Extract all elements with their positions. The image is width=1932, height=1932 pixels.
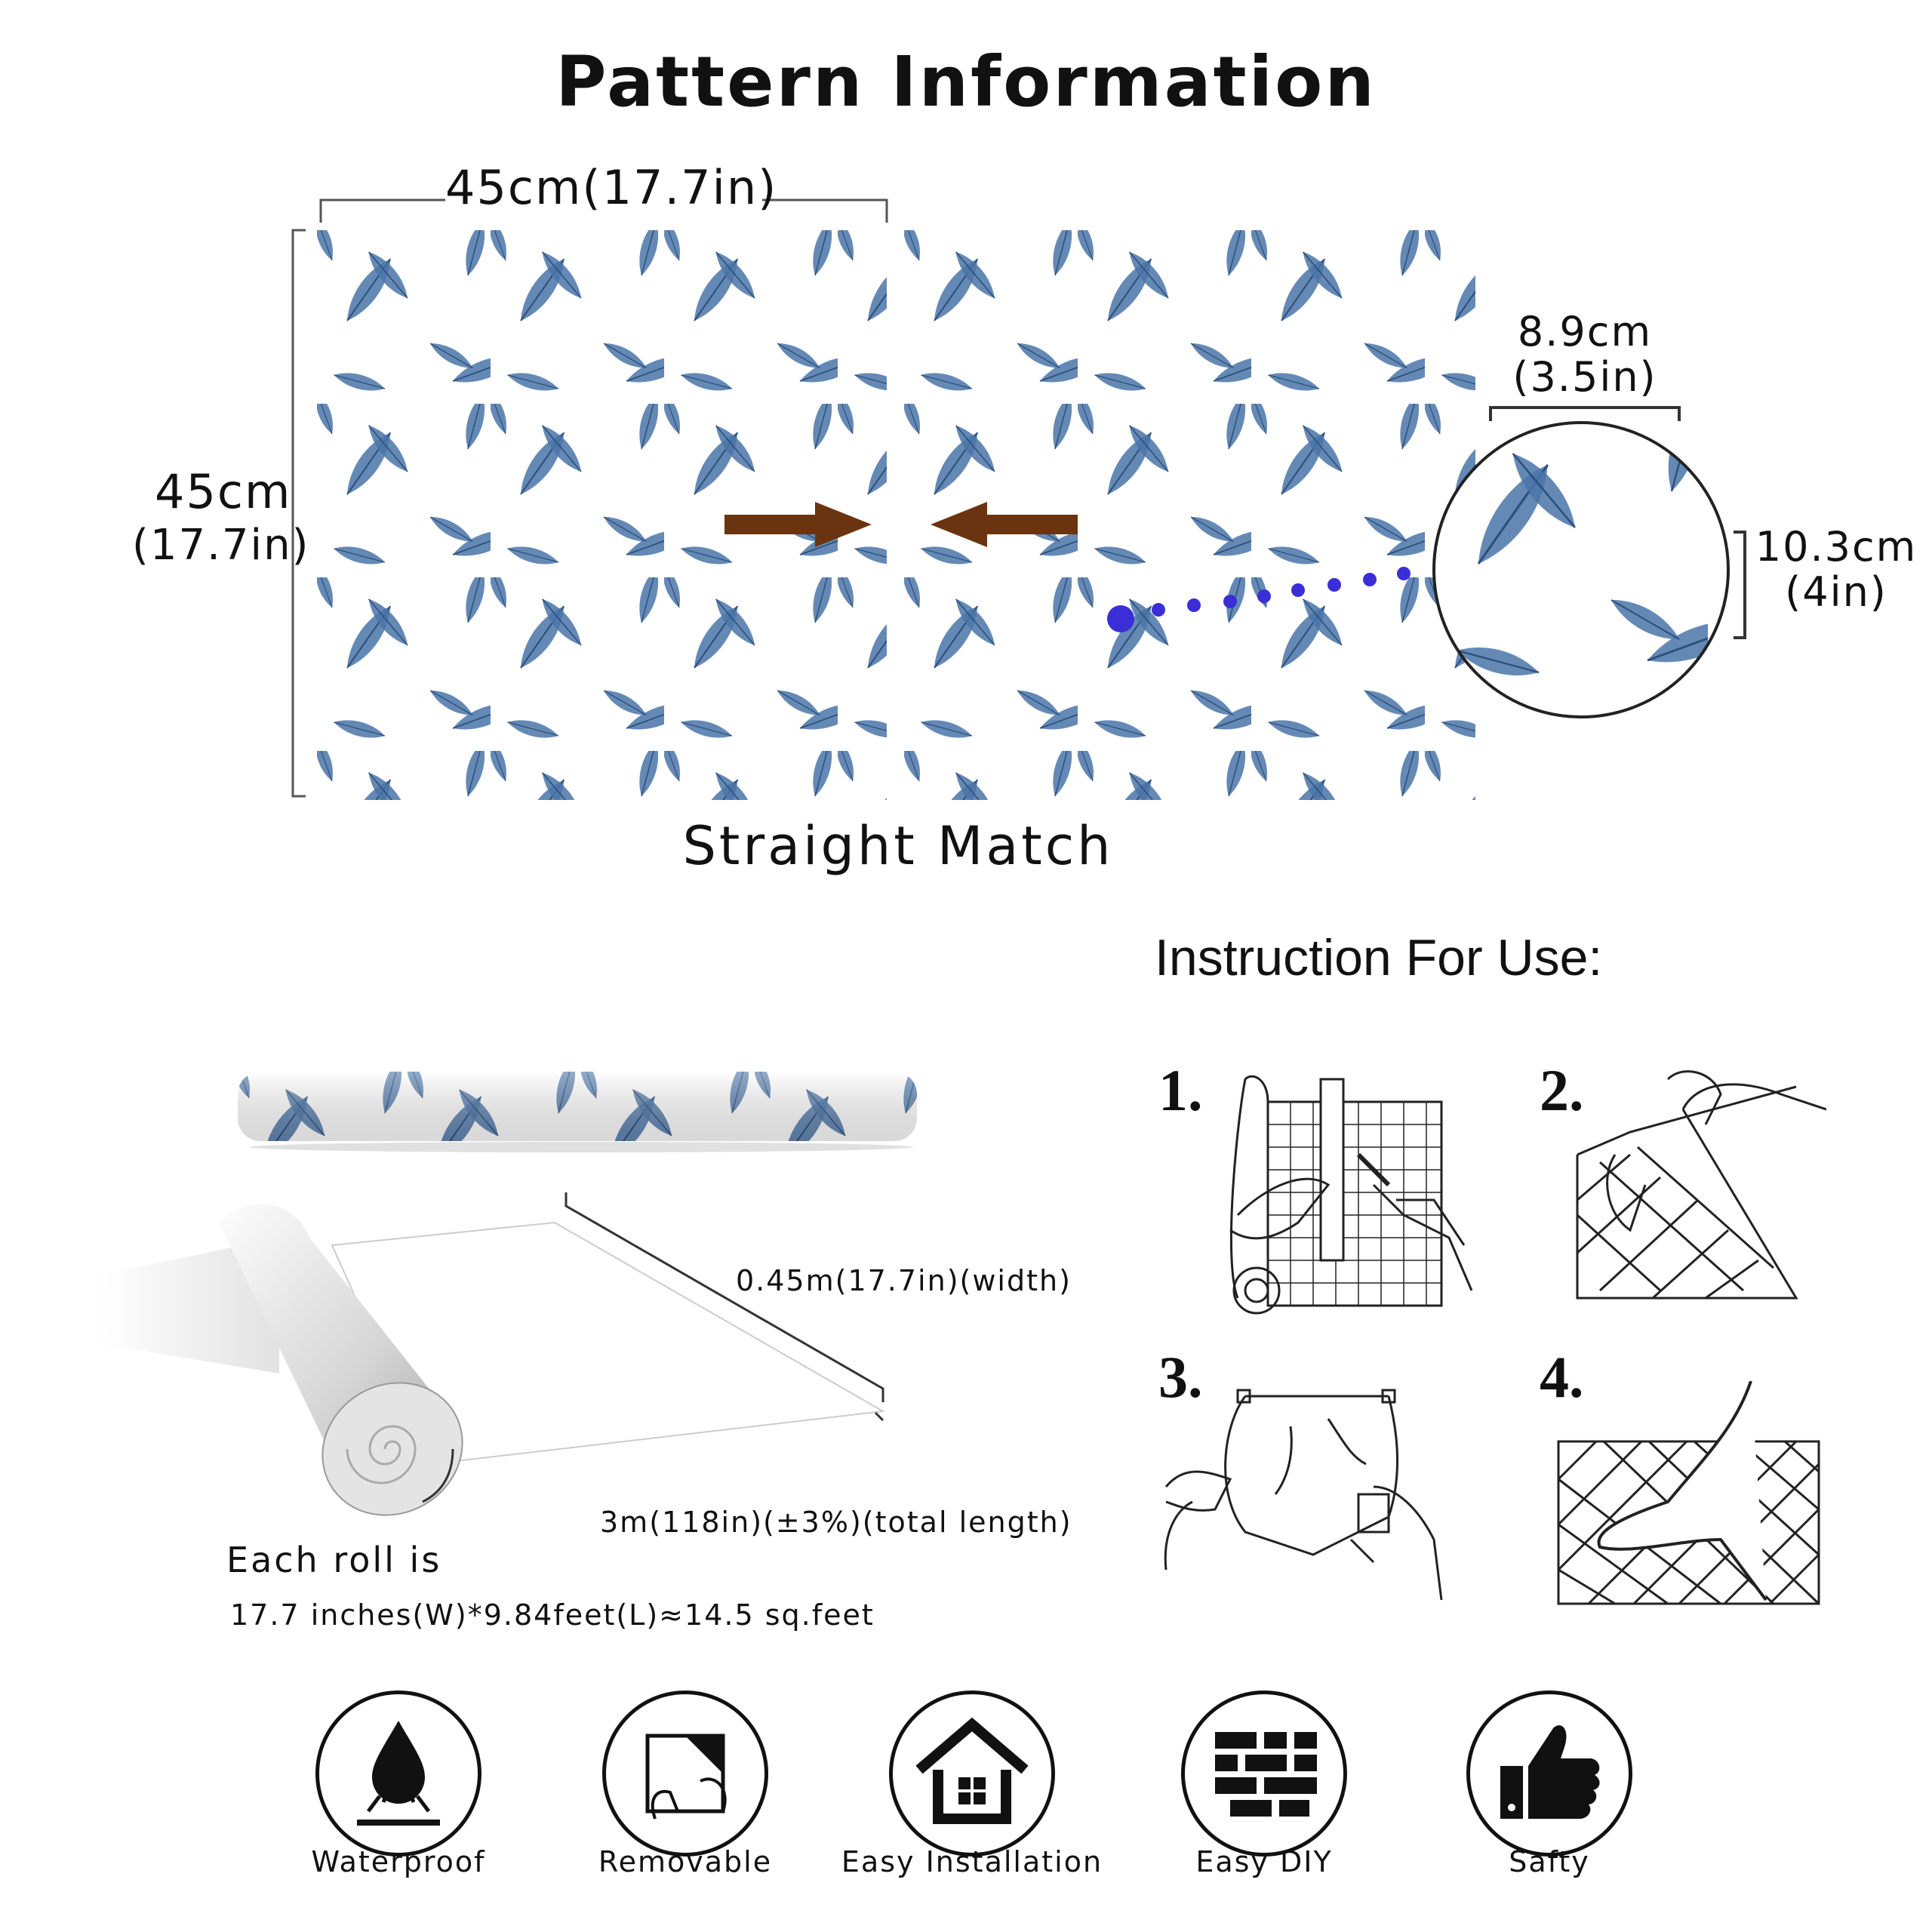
repeat-height-in: (4in) bbox=[1785, 568, 1887, 616]
pattern-height-cm-label: 45cm bbox=[155, 464, 292, 519]
step-4-number: 4. bbox=[1540, 1344, 1584, 1410]
repeat-width-label: 8.9cm (3.5in) bbox=[1479, 309, 1690, 400]
pattern-height-in-label: (17.7in) bbox=[132, 521, 310, 570]
water-drop-icon bbox=[357, 1721, 440, 1826]
rolled-wallpaper-image bbox=[238, 1072, 917, 1152]
straight-match-label: Straight Match bbox=[682, 815, 1114, 877]
height-dimension-line bbox=[291, 229, 306, 798]
brick-wall-icon bbox=[1215, 1732, 1317, 1817]
feature-safety bbox=[1466, 1690, 1632, 1857]
thumbs-up-icon bbox=[1500, 1725, 1600, 1819]
feature-waterproof-label: Waterproof bbox=[311, 1845, 486, 1878]
repeat-width-in: (3.5in) bbox=[1512, 353, 1657, 401]
repeat-height-label: 10.3cm (4in) bbox=[1749, 525, 1923, 615]
repeat-height-line bbox=[1734, 531, 1746, 639]
pattern-width-label: 45cm(17.7in) bbox=[445, 160, 778, 215]
step-1-measure-cut-illustration bbox=[1229, 1075, 1473, 1315]
feature-removable bbox=[602, 1690, 768, 1857]
feature-waterproof bbox=[315, 1690, 481, 1857]
arrow-left-icon bbox=[931, 502, 1078, 547]
feature-easy-installation-label: Easy Installation bbox=[841, 1845, 1103, 1878]
roll-length-label: 3m(118in)(±3%)(total length) bbox=[600, 1506, 1072, 1539]
roll-coverage-line2: 17.7 inches(W)*9.84feet(L)≈14.5 sq.feet bbox=[230, 1598, 875, 1632]
arrow-right-icon bbox=[724, 502, 872, 547]
roll-width-label: 0.45m(17.7in)(width) bbox=[736, 1264, 1072, 1297]
feature-easy-installation bbox=[889, 1690, 1055, 1857]
feature-safety-label: Safty bbox=[1509, 1845, 1590, 1878]
peel-sheet-icon bbox=[645, 1734, 727, 1820]
step-3-apply-smooth-illustration bbox=[1164, 1389, 1443, 1601]
step-2-number: 2. bbox=[1540, 1057, 1584, 1123]
step-2-peel-backing-illustration bbox=[1576, 1070, 1826, 1300]
feature-removable-label: Removable bbox=[598, 1845, 773, 1878]
width-dimension-line bbox=[319, 198, 888, 223]
roll-coverage-line1: Each roll is bbox=[226, 1540, 442, 1580]
repeat-width-cm: 8.9cm bbox=[1517, 308, 1653, 355]
house-icon bbox=[915, 1717, 1029, 1824]
page-title: Pattern Information bbox=[555, 42, 1377, 122]
pattern-repeat-magnifier bbox=[1432, 421, 1730, 718]
step-4-finished-wall-illustration bbox=[1557, 1381, 1820, 1605]
magnify-dotted-trail bbox=[1107, 567, 1411, 632]
step-3-number: 3. bbox=[1158, 1344, 1203, 1410]
repeat-width-line bbox=[1489, 406, 1681, 421]
step-1-number: 1. bbox=[1158, 1057, 1203, 1123]
roll-dimension-diagram bbox=[98, 1192, 886, 1516]
feature-easy-diy-label: Easy DIY bbox=[1195, 1845, 1333, 1878]
instructions-title: Instruction For Use: bbox=[1155, 929, 1603, 986]
feature-easy-diy bbox=[1181, 1690, 1347, 1857]
repeat-height-cm: 10.3cm bbox=[1755, 523, 1918, 571]
